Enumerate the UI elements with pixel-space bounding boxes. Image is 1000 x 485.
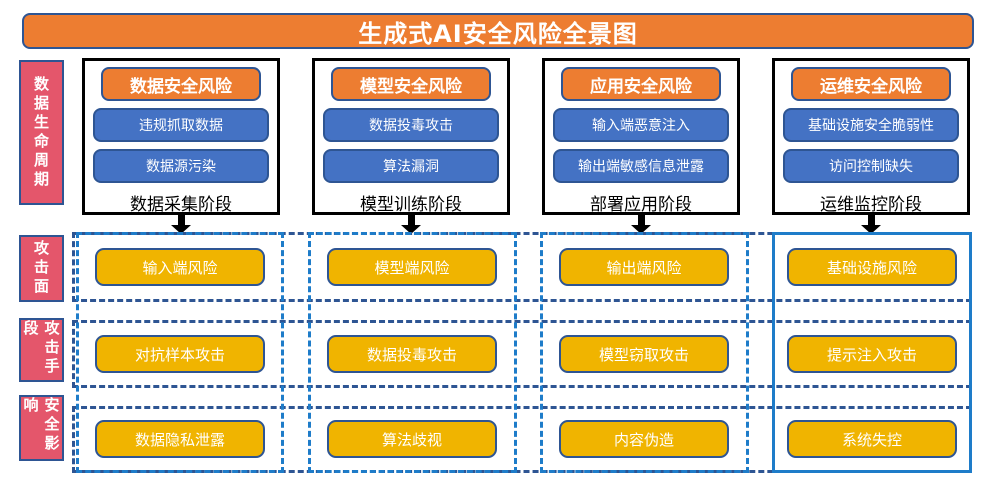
risk-category-header: 应用安全风险 [561, 67, 721, 101]
stage-caption: 部署应用阶段 [590, 195, 692, 215]
grid-column-operations [772, 232, 972, 473]
security-impact-pill: 系统失控 [787, 420, 957, 458]
risk-item: 访问控制缺失 [783, 149, 959, 183]
risk-item: 数据投毒攻击 [323, 108, 499, 142]
attack-surface-pill: 模型端风险 [327, 248, 497, 286]
attack-method-pill: 提示注入攻击 [787, 335, 957, 373]
risk-category-header: 运维安全风险 [791, 67, 951, 101]
grid-column-model [308, 232, 517, 473]
stage-caption: 数据采集阶段 [130, 195, 232, 215]
down-arrow-icon [631, 215, 651, 234]
attack-method-pill: 对抗样本攻击 [95, 335, 265, 373]
stage-box-model-training: 模型安全风险 数据投毒攻击 算法漏洞 模型训练阶段 [312, 58, 510, 215]
down-arrow-icon [861, 215, 881, 234]
risk-item: 算法漏洞 [323, 149, 499, 183]
attack-method-pill: 数据投毒攻击 [327, 335, 497, 373]
stage-box-data-collection: 数据安全风险 违规抓取数据 数据源污染 数据采集阶段 [82, 58, 280, 215]
grid-column-data [76, 232, 284, 473]
risk-item: 输入端恶意注入 [553, 108, 729, 142]
security-impact-pill: 算法歧视 [327, 420, 497, 458]
stage-caption: 模型训练阶段 [360, 195, 462, 215]
attack-surface-pill: 输入端风险 [95, 248, 265, 286]
risk-category-header: 模型安全风险 [331, 67, 491, 101]
attack-method-pill: 模型窃取攻击 [559, 335, 729, 373]
row-label-attack-methods: 攻击手段 [19, 318, 64, 382]
down-arrow-icon [171, 215, 191, 234]
risk-category-header: 数据安全风险 [101, 67, 261, 101]
row-label-data-lifecycle: 数据生命周期 [19, 60, 64, 205]
stage-caption: 运维监控阶段 [820, 195, 922, 215]
security-impact-pill: 数据隐私泄露 [95, 420, 265, 458]
down-arrow-icon [401, 215, 421, 234]
grid-column-application [540, 232, 749, 473]
security-impact-pill: 内容伪造 [559, 420, 729, 458]
stage-box-deployment: 应用安全风险 输入端恶意注入 输出端敏感信息泄露 部署应用阶段 [542, 58, 740, 215]
risk-item: 数据源污染 [93, 149, 269, 183]
risk-item: 违规抓取数据 [93, 108, 269, 142]
row-label-attack-surface: 攻击面 [19, 235, 64, 302]
risk-item: 基础设施安全脆弱性 [783, 108, 959, 142]
row-label-security-impact: 安全影响 [19, 395, 64, 461]
attack-surface-pill: 基础设施风险 [787, 248, 957, 286]
stage-box-operations: 运维安全风险 基础设施安全脆弱性 访问控制缺失 运维监控阶段 [772, 58, 970, 215]
risk-item: 输出端敏感信息泄露 [553, 149, 729, 183]
page-title: 生成式AI安全风险全景图 [22, 13, 974, 49]
attack-surface-pill: 输出端风险 [559, 248, 729, 286]
